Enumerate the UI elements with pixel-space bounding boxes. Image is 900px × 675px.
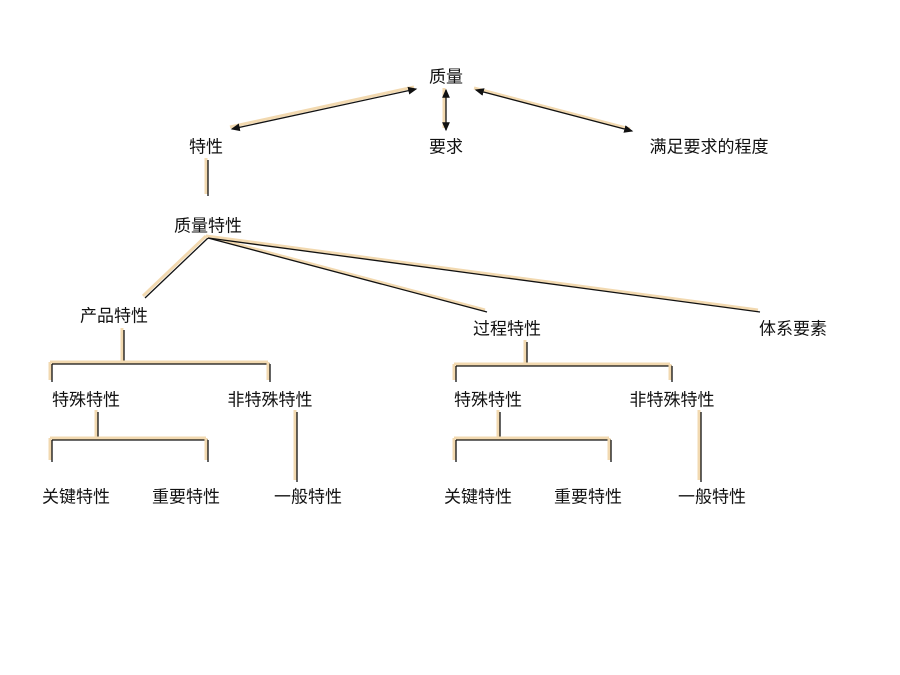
node-product-general: 一般特性 — [274, 487, 342, 508]
double-arrow-connector — [474, 88, 634, 133]
node-product-characteristics: 产品特性 — [80, 306, 148, 327]
node-quality-characteristics: 质量特性 — [174, 216, 242, 237]
connector-line — [207, 237, 761, 313]
node-product-non-special: 非特殊特性 — [227, 390, 313, 411]
connector-shadow — [141, 234, 208, 298]
node-process-non-special: 非特殊特性 — [629, 390, 715, 411]
node-requirements: 要求 — [429, 137, 463, 158]
node-process-key: 关键特性 — [444, 487, 512, 508]
node-product-special: 特殊特性 — [52, 390, 120, 411]
node-characteristics: 特性 — [189, 137, 223, 158]
connector-shadow — [473, 86, 631, 131]
connector-shadow — [205, 234, 486, 312]
node-quality: 质量 — [429, 67, 463, 88]
connector-shadow — [229, 85, 415, 129]
node-process-special: 特殊特性 — [454, 390, 522, 411]
node-product-important: 重要特性 — [152, 487, 220, 508]
node-product-key: 关键特性 — [42, 487, 110, 508]
connector-shadow — [205, 234, 759, 312]
node-degree-of-fulfillment: 满足要求的程度 — [649, 137, 769, 158]
node-process-characteristics: 过程特性 — [473, 319, 541, 340]
connector-line — [144, 237, 209, 299]
connector-line — [207, 237, 488, 313]
double-arrow-connector — [230, 86, 418, 132]
node-system-elements: 体系要素 — [759, 319, 827, 340]
node-process-general: 一般特性 — [678, 487, 746, 508]
node-process-important: 重要特性 — [554, 487, 622, 508]
